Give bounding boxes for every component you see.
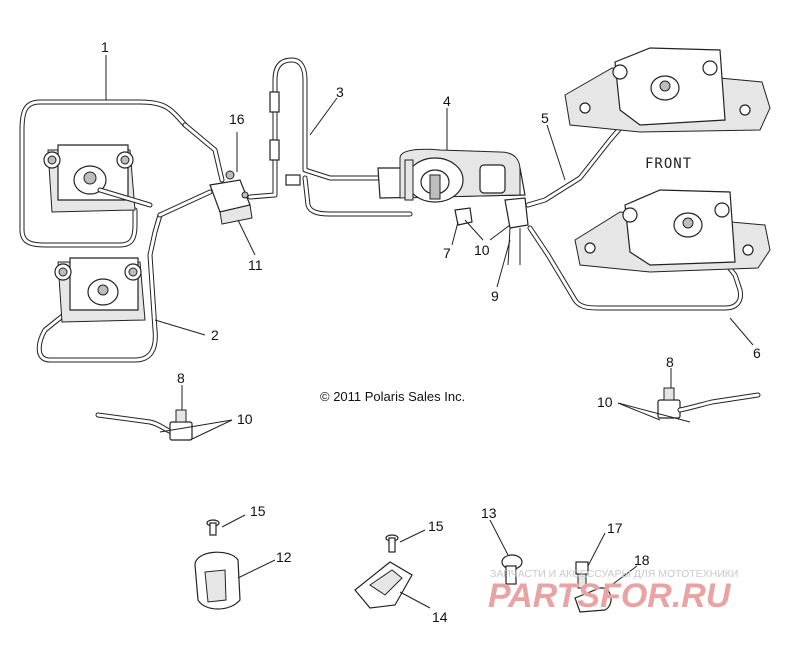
watermark: ЗАПЧАСТИ И АКСЕССУАРЫ ДЛЯ МОТОТЕХНИКИ PA… xyxy=(488,568,738,615)
screw-15-center xyxy=(385,534,399,553)
clip-14 xyxy=(354,561,413,609)
callout-8-right: 8 xyxy=(666,354,674,370)
callout-9: 9 xyxy=(491,288,499,304)
caliper-front-upper xyxy=(564,47,771,133)
caliper-rear-upper xyxy=(43,144,153,213)
banjo-fitting-right xyxy=(657,387,761,419)
callout-17: 17 xyxy=(607,520,623,536)
callout-15-center: 15 xyxy=(428,518,444,534)
copyright-text: © 2011 Polaris Sales Inc. xyxy=(320,389,465,404)
clip-12 xyxy=(194,551,241,610)
watermark-subtitle: ЗАПЧАСТИ И АКСЕССУАРЫ ДЛЯ МОТОТЕХНИКИ xyxy=(490,568,738,580)
callout-18: 18 xyxy=(634,552,650,568)
caliper-front-lower xyxy=(574,189,771,273)
callout-10-left: 10 xyxy=(237,411,253,427)
front-label: FRONT xyxy=(645,156,692,172)
callout-15-left: 15 xyxy=(250,503,266,519)
callout-2: 2 xyxy=(211,327,219,343)
banjo-fitting-left xyxy=(95,409,193,441)
callout-16: 16 xyxy=(229,111,245,127)
callout-4: 4 xyxy=(443,93,451,109)
callout-3: 3 xyxy=(336,84,344,100)
clamp-18 xyxy=(574,587,612,613)
callout-6: 6 xyxy=(753,345,761,361)
callout-12: 12 xyxy=(276,549,292,565)
callout-10-center: 10 xyxy=(474,242,490,258)
callout-10-right: 10 xyxy=(597,394,613,410)
leader-lines xyxy=(105,55,754,609)
callout-1: 1 xyxy=(101,39,109,55)
callout-numbers: 1 2 3 4 5 6 7 8 8 9 10 10 10 11 12 13 14… xyxy=(101,39,761,625)
brake-line-1 xyxy=(19,99,225,248)
watermark-logo: PARTSFOR.RU xyxy=(488,577,732,615)
callout-14: 14 xyxy=(432,609,448,625)
master-cylinder xyxy=(377,148,529,266)
bolt-17 xyxy=(575,561,589,589)
callout-11: 11 xyxy=(248,257,263,273)
caliper-rear-lower xyxy=(54,257,146,323)
brake-line-6 xyxy=(527,222,743,311)
callout-5: 5 xyxy=(541,110,549,126)
brake-line-3 xyxy=(247,57,413,217)
callout-8-left: 8 xyxy=(177,370,185,386)
brake-line-2 xyxy=(36,189,213,363)
callout-7: 7 xyxy=(443,245,451,261)
screw-15-left xyxy=(206,519,220,536)
callout-13: 13 xyxy=(481,505,497,521)
clip-13 xyxy=(501,554,523,585)
junction-block xyxy=(209,170,253,225)
